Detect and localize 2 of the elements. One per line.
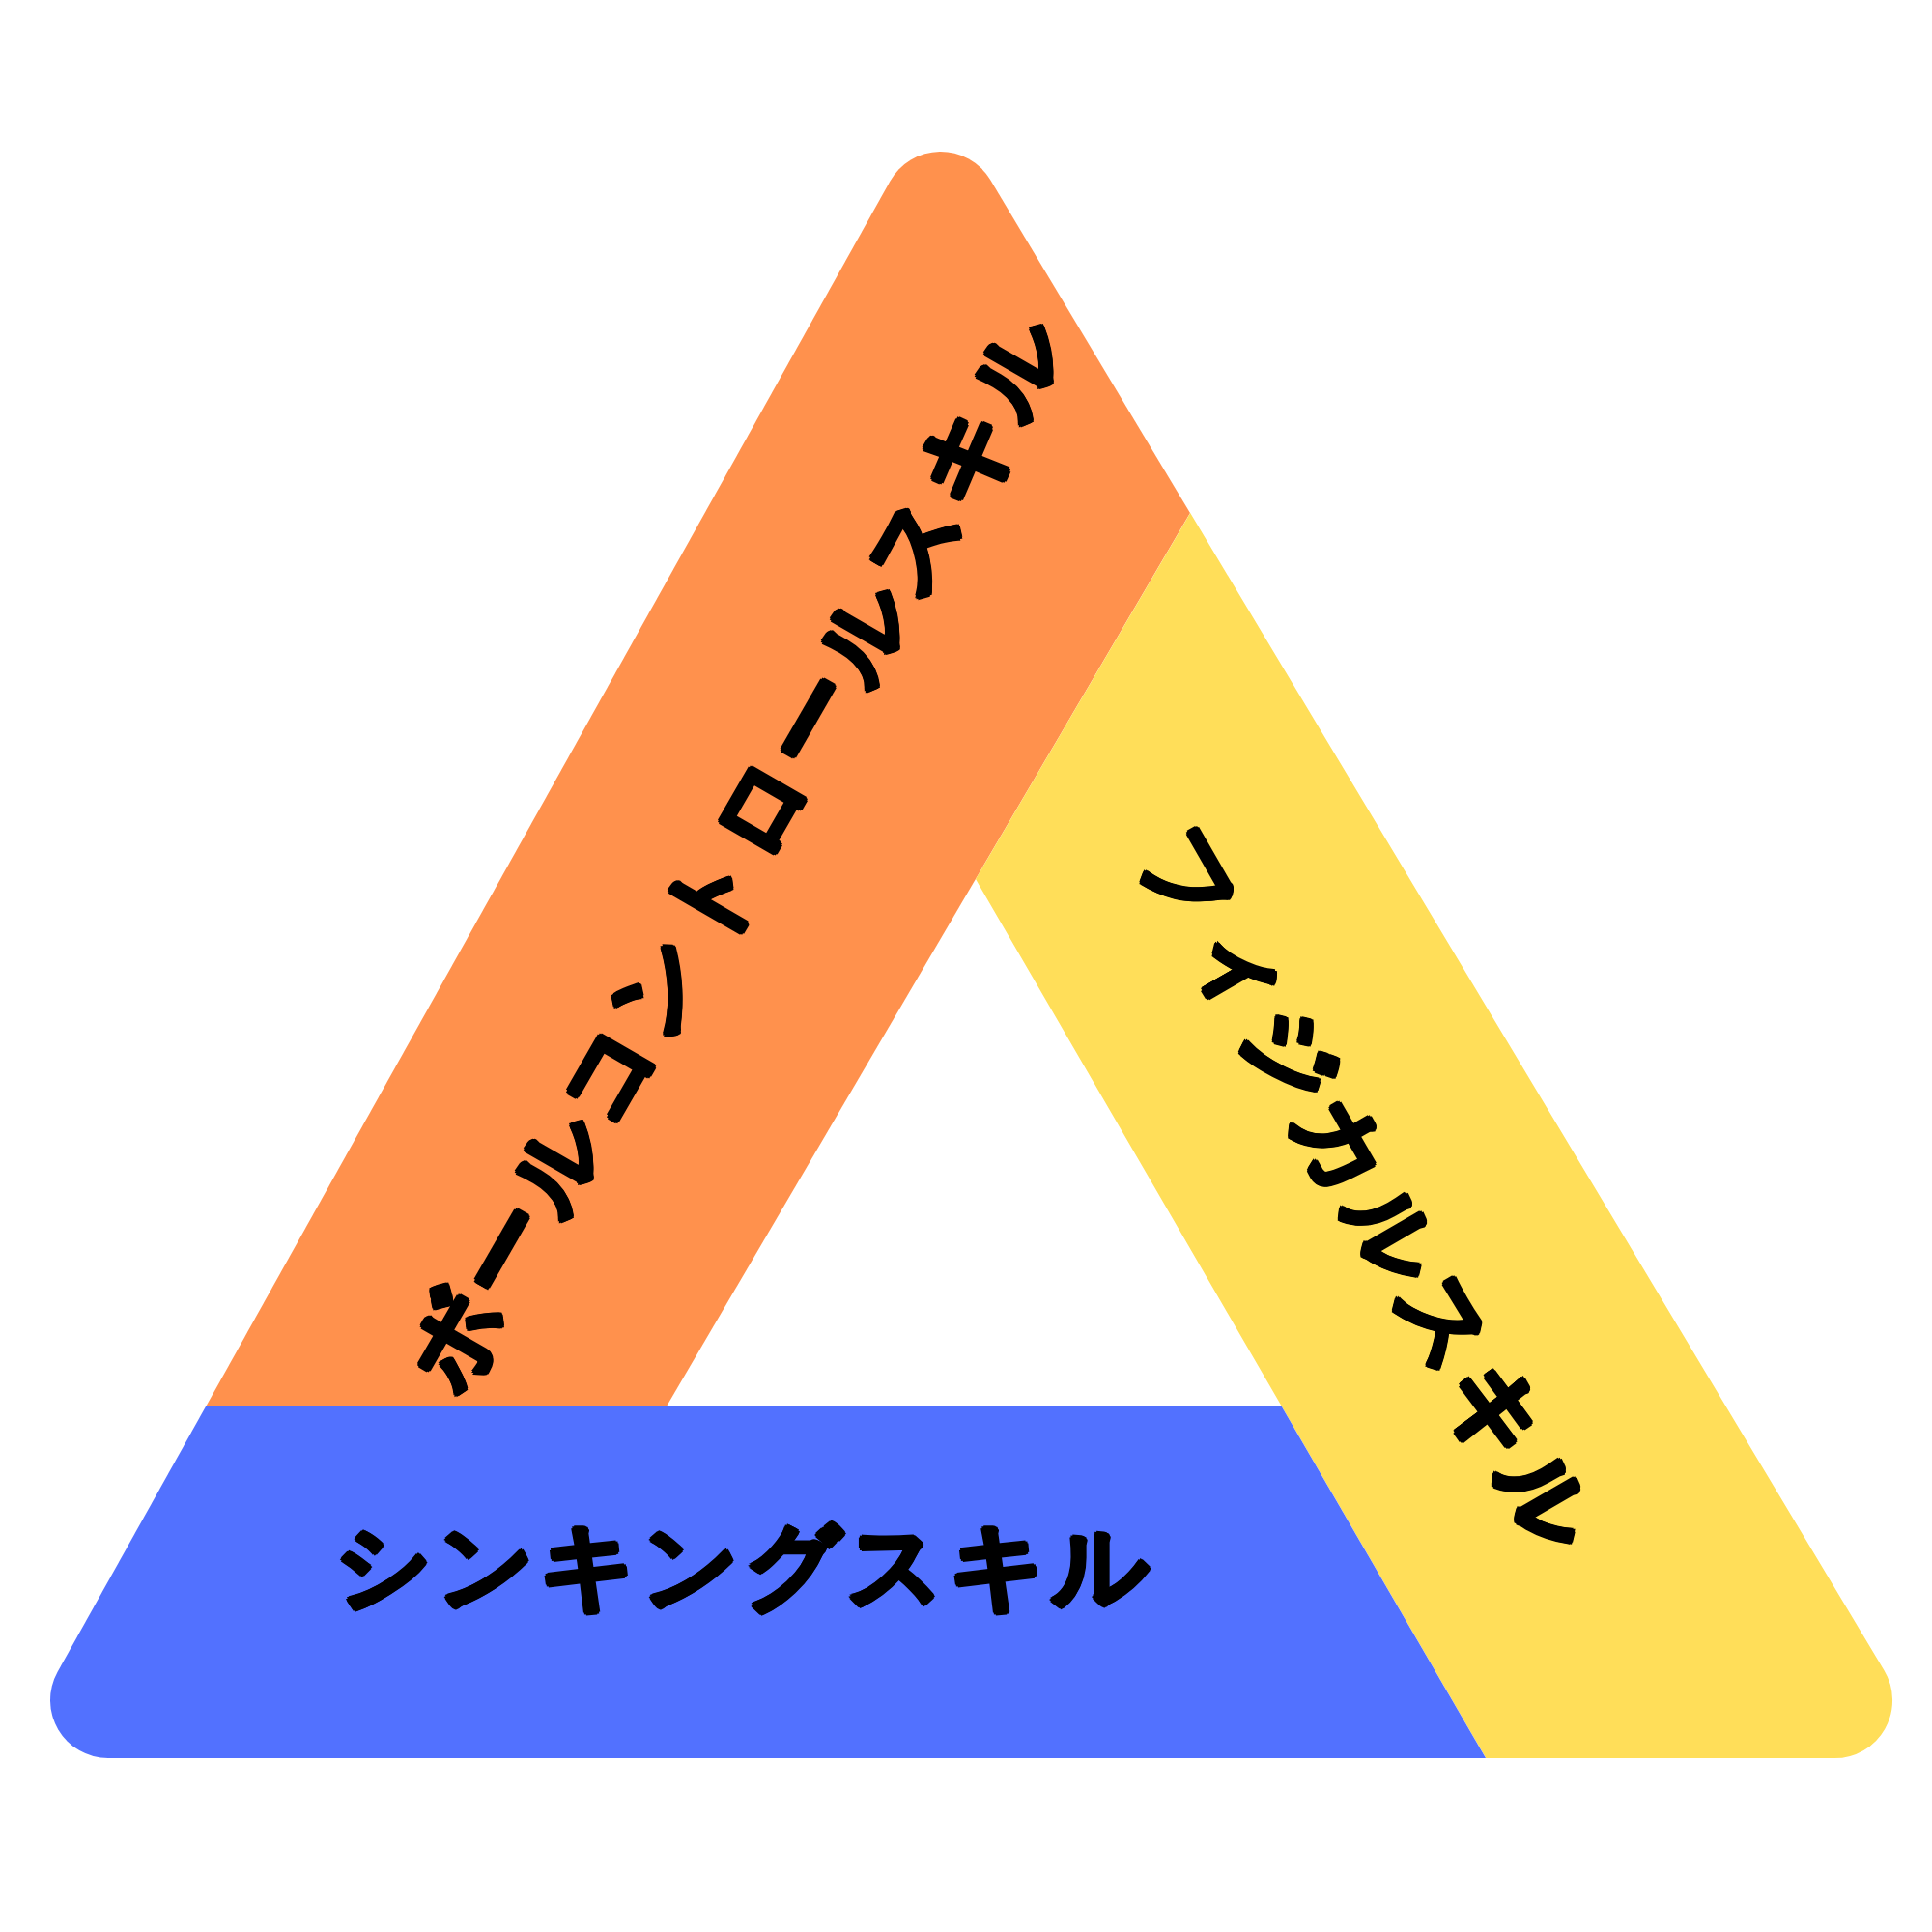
band-label: ボールコントロールスキル (385, 294, 1089, 1406)
band-label: シンキングスキル (335, 1515, 1154, 1619)
